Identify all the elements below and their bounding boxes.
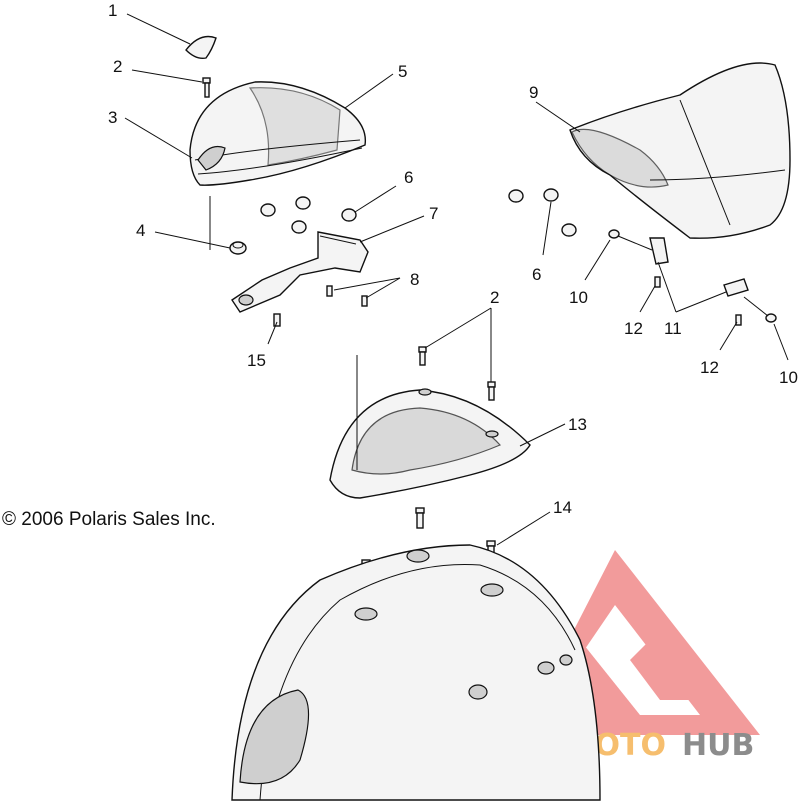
- callout-10-right: 10: [779, 368, 798, 387]
- copyright-text: © 2006 Polaris Sales Inc.: [2, 509, 216, 530]
- mount-bracket: [231, 231, 369, 313]
- watermark-text-hub: HUB: [682, 728, 754, 763]
- callout-10-left: 10: [569, 288, 588, 307]
- rear-cowl: [329, 388, 531, 499]
- grommet-set-right: [508, 188, 577, 237]
- callout-8: 8: [410, 270, 419, 289]
- callout-3: 3: [108, 108, 117, 127]
- rear-fender: [231, 544, 601, 801]
- callout-5: 5: [398, 62, 407, 81]
- callout-15: 15: [247, 351, 266, 370]
- callout-11: 11: [664, 319, 682, 338]
- grommet-set-left: [260, 196, 357, 234]
- bolts-cowl: [418, 346, 496, 401]
- callout-12-lower: 12: [700, 358, 719, 377]
- screw-part-15: [273, 313, 281, 327]
- callout-2-cowl: 2: [490, 288, 499, 307]
- callout-labels: 1 2 3 4 5 6 7 8 9 6 10 12 11 12 10 15 2 …: [108, 1, 798, 517]
- callout-13: 13: [568, 415, 587, 434]
- callout-14: 14: [553, 498, 572, 517]
- cap-part: [185, 35, 217, 60]
- rear-seat-cover: [189, 81, 367, 186]
- callout-7: 7: [429, 204, 438, 223]
- callout-6-left: 6: [404, 168, 413, 187]
- callout-12-upper: 12: [624, 319, 643, 338]
- grommet-part: [229, 241, 247, 255]
- bolt-part: [202, 77, 211, 98]
- callout-4: 4: [136, 221, 145, 240]
- screws-part-8: [326, 285, 368, 307]
- front-seat: [569, 62, 791, 239]
- leader-lines: [124, 13, 789, 546]
- callout-9: 9: [529, 83, 538, 102]
- callout-6-right: 6: [532, 265, 541, 284]
- callout-1: 1: [108, 1, 117, 20]
- hardware-right: [608, 229, 777, 326]
- callout-2-top: 2: [113, 57, 122, 76]
